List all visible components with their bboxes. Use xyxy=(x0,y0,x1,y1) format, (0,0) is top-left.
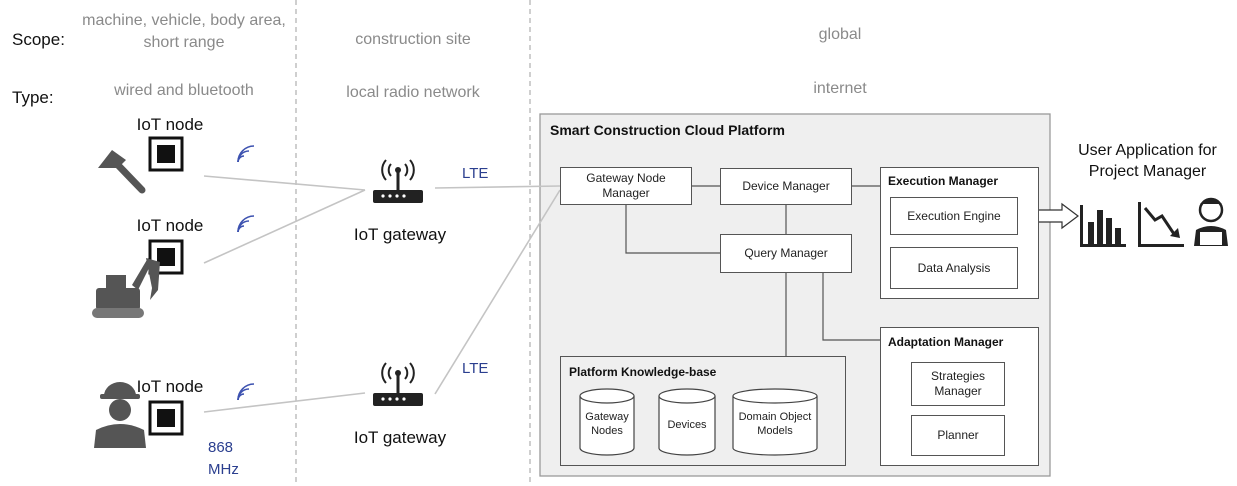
database-cylinder-icon xyxy=(579,388,635,456)
zone-scope-site: construction site xyxy=(355,31,471,48)
adaptation-manager-title: Adaptation Manager xyxy=(888,335,1004,349)
lte-label: LTE xyxy=(462,360,489,377)
execution-manager-title: Execution Manager xyxy=(888,174,999,188)
link-lte-1 xyxy=(434,185,561,189)
zone-type-global: internet xyxy=(813,80,867,97)
link-node2-gateway1 xyxy=(203,189,366,264)
database-cylinder-icon xyxy=(732,388,818,456)
conn-gnm-qm xyxy=(625,205,720,254)
zone-scope-global: global xyxy=(818,26,862,43)
kb-devices: Devices xyxy=(667,419,707,431)
router-icon xyxy=(373,362,423,406)
trend-down-icon xyxy=(1138,202,1184,247)
scope-label: Scope: xyxy=(12,30,65,49)
user-application-title: User Application for Project Manager xyxy=(1078,142,1217,180)
iot-gateway-label: IoT gateway xyxy=(353,225,447,244)
link-node3-gateway2 xyxy=(203,392,366,413)
device-manager: Device Manager xyxy=(720,168,852,205)
iot-node-label: IoT node xyxy=(136,377,204,396)
execution-engine: Execution Engine xyxy=(890,197,1018,235)
user-at-laptop-icon xyxy=(1194,197,1228,246)
type-label: Type: xyxy=(12,88,54,107)
wifi-signal-icon xyxy=(237,383,255,401)
wifi-signal-icon xyxy=(237,215,255,233)
zone-type-local: wired and bluetooth xyxy=(114,82,254,99)
bar-chart-icon xyxy=(1080,205,1126,247)
wifi-signal-icon xyxy=(237,145,255,163)
link-node1-gateway1 xyxy=(203,175,366,191)
iot-node-label: IoT node xyxy=(136,115,204,134)
zone-scope-local: machine, vehicle, body area, short range xyxy=(82,12,286,51)
knowledge-base-title: Platform Knowledge-base xyxy=(569,365,717,379)
iot-gateway-label: IoT gateway xyxy=(353,428,447,447)
conn-qm-am xyxy=(822,273,880,341)
lte-label: LTE xyxy=(462,165,489,182)
query-manager: Query Manager xyxy=(720,234,852,273)
kb-domain-object-models: Domain Object Models xyxy=(738,411,812,437)
platform-title: Smart Construction Cloud Platform xyxy=(550,122,785,138)
excavator-icon xyxy=(92,258,160,318)
router-icon xyxy=(373,159,423,203)
zone-type-site: local radio network xyxy=(346,84,480,101)
kb-gateway-nodes: Gateway Nodes xyxy=(585,411,629,437)
database-cylinder-icon xyxy=(658,388,716,456)
strategies-manager: Strategies Manager xyxy=(911,362,1005,406)
iot-node-label: IoT node xyxy=(136,216,204,235)
hammer-icon xyxy=(98,150,146,194)
worker-icon xyxy=(94,382,146,448)
frequency-label: 868 MHz xyxy=(208,439,239,478)
data-analysis: Data Analysis xyxy=(890,247,1018,289)
knowledge-base: Platform Knowledge-base xyxy=(560,356,846,466)
planner: Planner xyxy=(911,415,1005,456)
gateway-node-manager: Gateway Node Manager xyxy=(560,167,692,205)
link-lte-2 xyxy=(434,189,561,395)
